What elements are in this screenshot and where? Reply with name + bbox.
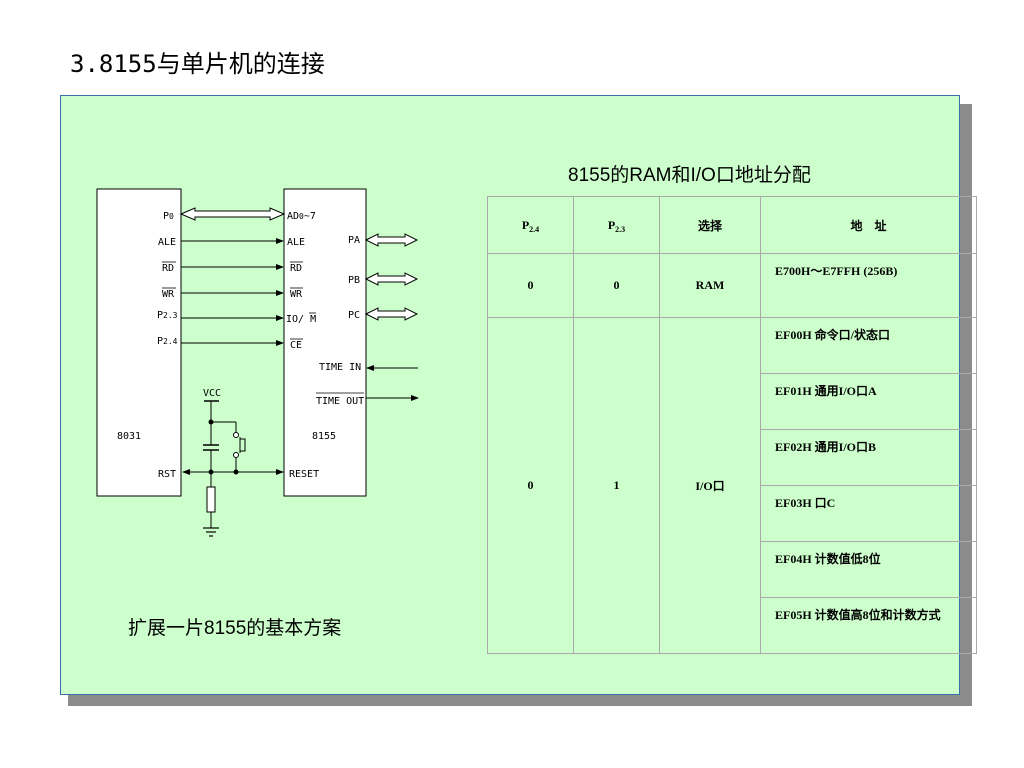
table-row: 0 0 RAM E700H～E7FFH (256B)	[487, 253, 977, 318]
pin-p0: P0	[163, 211, 174, 222]
cell-p24: 0	[487, 317, 574, 654]
table-row: EF02H 通用I/O口B	[488, 429, 977, 486]
pin-wr-left: WR	[162, 289, 175, 300]
chip-8031	[96, 188, 182, 497]
header-select: 选择	[659, 196, 761, 254]
pin-pc: PC	[348, 310, 360, 321]
pin-pb: PB	[348, 275, 360, 286]
table-header-row: P2.4 P2.3 选择 地 址	[487, 196, 977, 254]
chip-label-8155: 8155	[312, 431, 336, 442]
pin-rd-left: RD	[162, 263, 174, 274]
diagram-caption: 扩展一片8155的基本方案	[128, 618, 342, 639]
cell-p23: 0	[573, 253, 660, 318]
vcc-label: VCC	[203, 388, 221, 399]
bus-arrow-pb	[364, 272, 419, 286]
pin-ale-right: ALE	[287, 237, 305, 248]
pin-rst: RST	[158, 469, 176, 480]
cell-address: EF03H 口C	[760, 485, 977, 542]
cell-address: EF04H 计数值低8位	[760, 541, 977, 598]
cell-p23: 1	[573, 317, 660, 654]
cell-address: E700H～E7FFH (256B)	[760, 253, 977, 318]
bus-arrow-p0-ad	[179, 207, 286, 221]
cell-address: EF02H 通用I/O口B	[760, 429, 977, 486]
header-p24: P2.4	[487, 196, 574, 254]
pin-time-in: TIME IN	[319, 362, 361, 373]
table-row: EF03H 口C	[488, 485, 977, 542]
pin-reset: RESET	[289, 469, 319, 480]
pin-ale-left: ALE	[158, 237, 176, 248]
header-p23: P2.3	[573, 196, 660, 254]
pin-iom: IO/ M	[286, 314, 316, 325]
pin-pa: PA	[348, 235, 360, 246]
table-row: 0 1 I/O口 EF00H 命令口/状态口	[487, 317, 977, 654]
chip-8155	[283, 188, 367, 497]
resistor	[206, 486, 216, 513]
pin-ad07: AD0~7	[287, 211, 316, 222]
pin-ce: CE	[290, 340, 302, 351]
cell-select: RAM	[659, 253, 761, 318]
cell-address: EF05H 计数值高8位和计数方式	[760, 597, 977, 654]
pin-time-out: TIME OUT	[316, 396, 364, 407]
cell-select: I/O口	[659, 317, 761, 654]
table-row: EF04H 计数值低8位	[488, 541, 977, 598]
cell-p24: 0	[487, 253, 574, 318]
chip-label-8031: 8031	[117, 431, 141, 442]
pin-p23: P2.3	[157, 310, 178, 321]
pin-rd-right: RD	[290, 263, 302, 274]
address-table: P2.4 P2.3 选择 地 址 0 0 RAM E700H～E7FFH (25…	[487, 196, 977, 654]
slide-title: 3.8155与单片机的连接	[70, 50, 325, 78]
header-address: 地 址	[760, 196, 977, 254]
pin-wr-right: WR	[290, 289, 303, 300]
bus-arrow-pa	[364, 233, 419, 247]
table-title: 8155的RAM和I/O口地址分配	[568, 165, 811, 186]
cell-address: EF01H 通用I/O口A	[760, 373, 977, 430]
table-row: EF01H 通用I/O口A	[488, 373, 977, 430]
bus-arrow-pc	[364, 307, 419, 321]
table-row: EF05H 计数值高8位和计数方式	[488, 597, 977, 654]
pin-p24: P2.4	[157, 336, 178, 347]
cell-address: EF00H 命令口/状态口	[760, 317, 977, 374]
